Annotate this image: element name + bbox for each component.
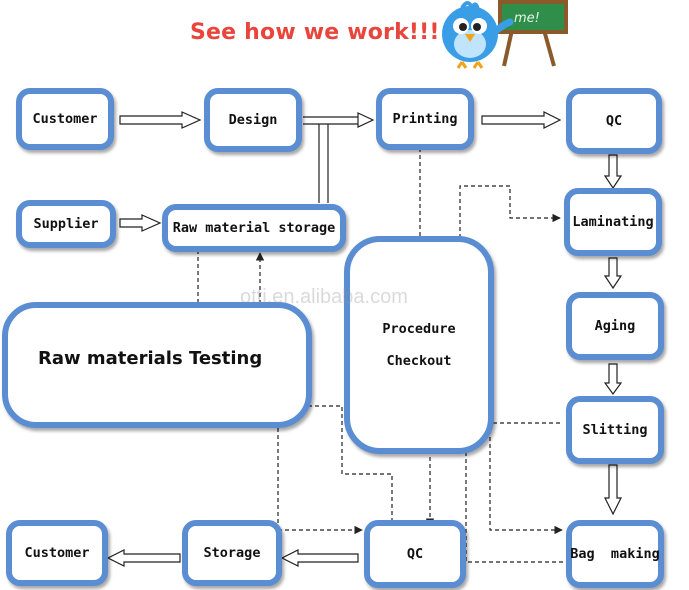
watermark: otti.en.alibaba.com xyxy=(240,286,408,308)
dashed-slitting-to-bagmaking xyxy=(489,422,563,535)
node-label: Aging xyxy=(594,318,636,334)
node-label-line1: Procedure xyxy=(382,321,456,337)
node-customer-bottom: Customer xyxy=(6,520,108,586)
node-qc-bottom: QC xyxy=(364,520,466,588)
node-storage: Storage xyxy=(182,520,282,586)
node-design: Design xyxy=(204,88,302,152)
node-raw-materials-testing: Raw materials Testing xyxy=(2,302,312,428)
node-raw-material-storage: Raw material storage xyxy=(162,204,346,252)
node-laminating: Laminating xyxy=(564,188,662,256)
node-slitting: Slitting xyxy=(566,396,664,464)
node-label: Printing xyxy=(392,111,458,127)
node-label: Customer xyxy=(32,111,98,127)
node-label: Storage xyxy=(203,545,261,561)
bird-mascot-icon: me! xyxy=(442,0,568,69)
dashed-procedure-to-laminating xyxy=(459,185,561,238)
node-printing: Printing xyxy=(376,88,474,150)
node-customer-top: Customer xyxy=(16,88,114,150)
node-label: Laminating xyxy=(572,214,654,230)
node-qc-top: QC xyxy=(566,88,662,154)
node-bag-making: Bag making xyxy=(566,520,664,588)
arrow-aging-to-slitting xyxy=(603,363,623,396)
node-label: QC xyxy=(406,546,424,562)
arrow-printing-to-qc xyxy=(481,111,562,129)
node-procedure-checkout: Procedure Checkout xyxy=(344,236,494,454)
connector-design-to-storage xyxy=(318,124,329,203)
node-label: Raw materials Testing xyxy=(38,348,263,369)
arrow-laminating-to-aging xyxy=(603,257,623,290)
arrow-customer-to-design xyxy=(119,111,202,129)
node-label: Bag making xyxy=(570,546,660,562)
arrow-slitting-to-bagmaking xyxy=(604,464,622,516)
node-aging: Aging xyxy=(566,292,664,360)
node-label: Raw material storage xyxy=(172,220,336,236)
page-title: See how we work!!! xyxy=(190,20,440,45)
arrow-design-to-printing xyxy=(303,112,375,128)
node-label: Design xyxy=(228,112,278,128)
dashed-qc-to-bagmaking xyxy=(465,438,570,563)
arrow-supplier-to-storage xyxy=(119,214,162,232)
chalkboard-text: me! xyxy=(514,11,540,26)
node-label: QC xyxy=(605,113,623,129)
arrow-qc-to-laminating xyxy=(603,154,623,190)
node-label: Customer xyxy=(24,545,90,561)
arrow-storage-to-customer xyxy=(106,549,181,567)
node-supplier: Supplier xyxy=(16,200,116,248)
node-label: Supplier xyxy=(33,216,99,232)
arrow-qc-to-storage xyxy=(280,549,359,567)
chalkboard-icon xyxy=(498,0,568,34)
node-label-line2: Checkout xyxy=(386,353,452,369)
node-label: Slitting xyxy=(582,422,648,438)
